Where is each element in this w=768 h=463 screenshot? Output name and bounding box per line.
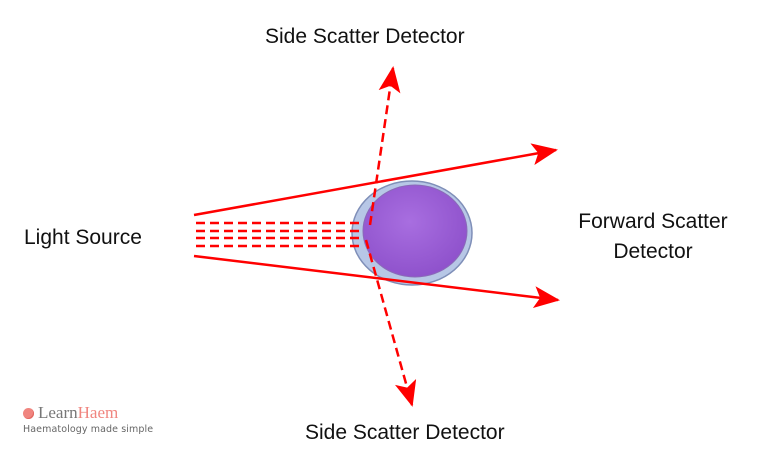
side-scatter-ray-down — [364, 239, 417, 407]
incident-light-beams — [196, 221, 363, 248]
circle-dot-icon — [23, 407, 34, 419]
cell — [351, 180, 473, 286]
side-scatter-detector-top-label: Side Scatter Detector — [265, 25, 465, 48]
forward-scatter-detector-label: Forward Scatter Detector — [563, 207, 743, 267]
logo-brand-haem: Haem — [77, 403, 119, 422]
side-scatter-ray-up — [368, 66, 401, 226]
logo-tagline: Haematology made simple — [23, 424, 154, 435]
cell-nucleus — [362, 184, 468, 278]
side-scatter-detector-bottom-label: Side Scatter Detector — [305, 421, 505, 444]
logo-brand-learn: Learn — [38, 403, 78, 422]
light-source-label: Light Source — [24, 226, 142, 249]
forward-scatter-label-line1: Forward Scatter — [578, 210, 728, 233]
forward-ray-lower — [193, 254, 560, 309]
forward-scatter-label-line2: Detector — [613, 240, 693, 263]
